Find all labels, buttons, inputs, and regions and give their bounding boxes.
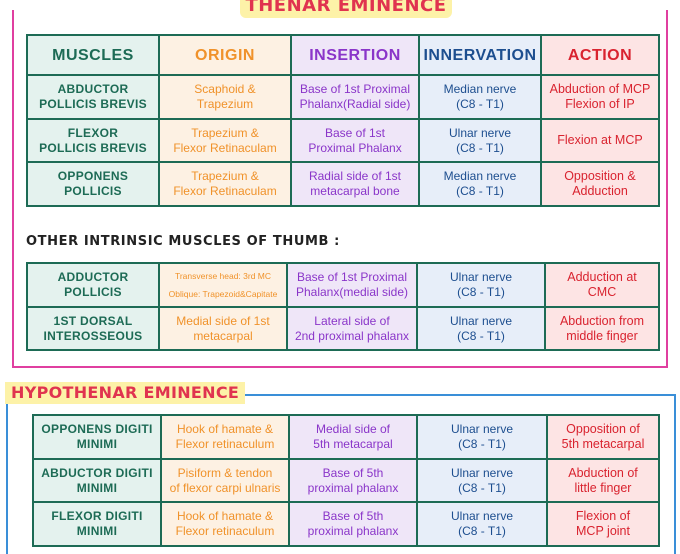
header-action: ACTION: [540, 34, 660, 76]
other-muscles-subheading: OTHER INTRINSIC MUSCLES OF THUMB :: [26, 234, 340, 249]
hypothenar-title: HYPOTHENAR EMINENCE: [5, 382, 246, 404]
innervation-cell: Median nerve(C8 - T1): [418, 161, 542, 207]
header-insertion: INSERTION: [290, 34, 420, 76]
innervation-cell: Ulnar nerve(C8 - T1): [416, 262, 546, 308]
origin-cell: Hook of hamate &Flexor retinaculum: [160, 414, 290, 460]
origin-cell: Hook of hamate &Flexor retinaculum: [160, 501, 290, 547]
header-muscles: MUSCLES: [26, 34, 160, 76]
innervation-cell: Ulnar nerve(C8 - T1): [416, 458, 548, 503]
origin-cell: Scaphoid &Trapezium: [158, 74, 292, 120]
innervation-cell: Ulnar nerve(C8 - T1): [416, 414, 548, 460]
thenar-title: THENAR EMINENCE: [240, 0, 452, 18]
thenar-section-frame: [12, 10, 668, 368]
header-origin: ORIGIN: [158, 34, 292, 76]
action-cell: Opposition &Adduction: [540, 161, 660, 207]
action-cell: Flexion at MCP: [540, 118, 660, 163]
thenar-table: MUSCLES ORIGIN INSERTION INNERVATION ACT…: [26, 34, 660, 207]
innervation-cell: Ulnar nerve(C8 - T1): [418, 118, 542, 163]
thenar-header-row: MUSCLES ORIGIN INSERTION INNERVATION ACT…: [26, 34, 660, 76]
hypothenar-section-frame: [6, 394, 676, 554]
origin-cell: Trapezium &Flexor Retinaculam: [158, 161, 292, 207]
header-innervation: INNERVATION: [418, 34, 542, 76]
origin-cell: Trapezium &Flexor Retinaculam: [158, 118, 292, 163]
innervation-cell: Median nerve(C8 - T1): [418, 74, 542, 120]
innervation-cell: Ulnar nerve(C8 - T1): [416, 501, 548, 547]
innervation-cell: Ulnar nerve(C8 - T1): [416, 306, 546, 351]
